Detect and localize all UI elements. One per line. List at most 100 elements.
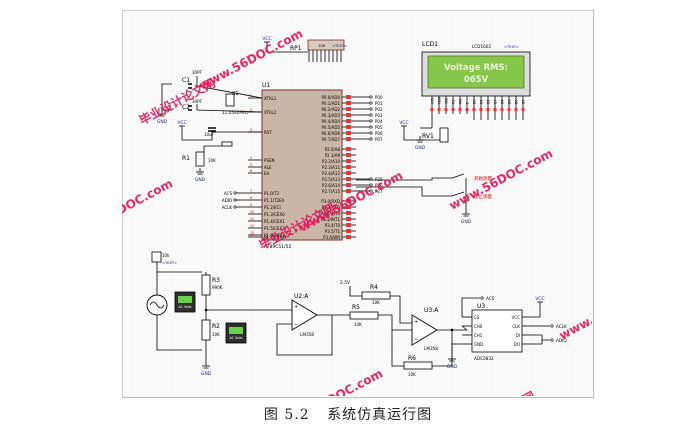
pin-state-indicator <box>346 107 351 111</box>
pin-state-indicator <box>346 137 351 141</box>
r5-value: 10K <box>354 322 362 327</box>
adc-pin-name: VCC <box>512 315 521 320</box>
lcd-pin-state <box>500 108 504 111</box>
vref-wire <box>349 286 362 297</box>
u1-chip <box>261 89 343 241</box>
junction-dot <box>450 328 454 332</box>
lcd-pin-state <box>521 108 525 111</box>
u3-ref: U3:A <box>424 307 439 314</box>
watermark-text: www.56DOC.com <box>122 176 175 242</box>
u3-opamp <box>411 314 438 346</box>
rp1-text-tag: <TEXT> <box>332 44 347 48</box>
net-terminal <box>550 338 554 342</box>
u3-model: LM358 <box>424 346 438 351</box>
pin-state-indicator <box>346 217 351 221</box>
p0-net-label: P01 <box>375 101 383 106</box>
r4-wire <box>390 295 412 324</box>
adc-model: ADC0832 <box>474 356 494 361</box>
u1-pin-name: P1.4/CEX1 <box>264 219 285 224</box>
rp1-vcc-wire <box>266 42 308 53</box>
u1-pin-name: P0.5/AD5 <box>322 125 341 130</box>
u1-pin-name: ALE <box>264 165 272 170</box>
u1-pin-name: XTAL2 <box>264 110 277 115</box>
u3-plus-sign: + <box>414 319 418 325</box>
crystal-ground-wire <box>161 83 172 111</box>
adio-label: ADIO <box>556 338 567 343</box>
rp1-ref: RP1 <box>290 45 302 52</box>
pin-state-indicator <box>346 119 351 123</box>
vcc-label: VCC <box>399 120 408 126</box>
u1-pin-name: P3.0/RXD <box>321 199 340 204</box>
u1-pin-name: P2.5/A13 <box>322 177 340 182</box>
p2-net-label: P25 <box>375 177 383 182</box>
lcd-pin-state <box>514 108 518 111</box>
lcd-pin-name: D6 <box>515 100 519 104</box>
net-terminal <box>369 137 373 141</box>
lcd-pin-name: D1 <box>480 100 484 104</box>
pin-state-indicator <box>346 177 351 181</box>
pin-state-indicator <box>346 147 351 151</box>
p0-net-label: P03 <box>375 113 383 118</box>
pin-state-indicator <box>346 205 351 209</box>
adc-pin-name: DO <box>514 342 520 347</box>
u2-feedback-wire <box>276 315 333 356</box>
adc-pin-name: CLK <box>512 324 520 329</box>
u1-pin-name: P2.3/A11 <box>322 165 340 170</box>
figure-caption: 图 5.2 系统仿真运行图 <box>0 404 696 424</box>
btn2-switch <box>451 191 465 197</box>
p0-net-label: P05 <box>375 125 383 130</box>
lcd-screen <box>427 55 525 89</box>
lcd-pin-name: D7 <box>522 100 526 104</box>
adc-ref: U3 <box>477 303 485 310</box>
watermark-text: www.56DOC.com <box>197 26 305 92</box>
r3-value: 990K <box>212 285 223 290</box>
gnd-label: GND <box>201 371 212 377</box>
adc-chip <box>471 309 523 353</box>
pin-state-indicator <box>346 125 351 129</box>
net-terminal <box>369 107 373 111</box>
rp1-pack <box>307 39 345 51</box>
c1-ref: C1 <box>182 77 190 84</box>
net-terminal <box>233 198 237 202</box>
u1-pin-name: P1.3/CEX0 <box>264 212 285 217</box>
adc-ch0-wire <box>461 325 468 331</box>
p0-net-label: P07 <box>375 137 383 142</box>
u1-pin-name: P2.4/A12 <box>322 171 340 176</box>
crystal-x1 <box>225 93 235 107</box>
lcd-pin-name: RW <box>459 98 463 104</box>
reset-button <box>221 141 233 147</box>
lcd-pin-name: D2 <box>487 100 491 104</box>
pot-text-tag: <TEXT> <box>162 261 177 265</box>
lcd-text-tag: <TEXT> <box>504 45 519 49</box>
u1-pin-name: P0.3/AD3 <box>322 113 341 118</box>
r2-value: 10K <box>212 332 220 337</box>
r1-resistor <box>195 151 205 167</box>
adc-vcc-wire <box>534 302 541 318</box>
btn1-switch <box>451 173 465 179</box>
btn2-label: 停止测量 <box>474 193 492 200</box>
r4-resistor <box>361 291 391 300</box>
pin-state-indicator <box>346 153 351 157</box>
x1-value: 11.0592MHz <box>222 110 249 115</box>
u1-pin-name: PSEN <box>264 158 274 163</box>
u1-pin-number: 4 <box>250 156 252 160</box>
lcd-pin-name: D3 <box>494 100 498 104</box>
u1-pin-number: 12 <box>250 224 254 228</box>
rp1-value: 10K <box>318 43 326 48</box>
lcd-pin-state <box>430 108 434 111</box>
u1-pin-name: P3.4/T0 <box>325 223 341 228</box>
c2-ref: C2 <box>182 104 190 111</box>
adc-pin-name: CH0 <box>474 324 483 329</box>
pin-state-indicator <box>346 189 351 193</box>
u1-pin-name: P1.6/CEX3 <box>264 233 285 238</box>
u1-pin-name: P0.0/AD0 <box>322 95 341 100</box>
r6-ref: R6 <box>408 355 416 362</box>
adio-wire2 <box>534 340 543 345</box>
vcc-label: VCC <box>262 36 271 42</box>
u1-pin-name: P3.2/INT0 <box>321 211 341 216</box>
u1-pin-name: P1.1/T2EX <box>264 198 285 203</box>
r1-ref: R1 <box>182 155 190 162</box>
u1-pin-name: P0.1/AD1 <box>322 101 341 106</box>
u1-pin-name: P2.7/A15 <box>322 189 340 194</box>
net-terminal <box>550 324 554 328</box>
